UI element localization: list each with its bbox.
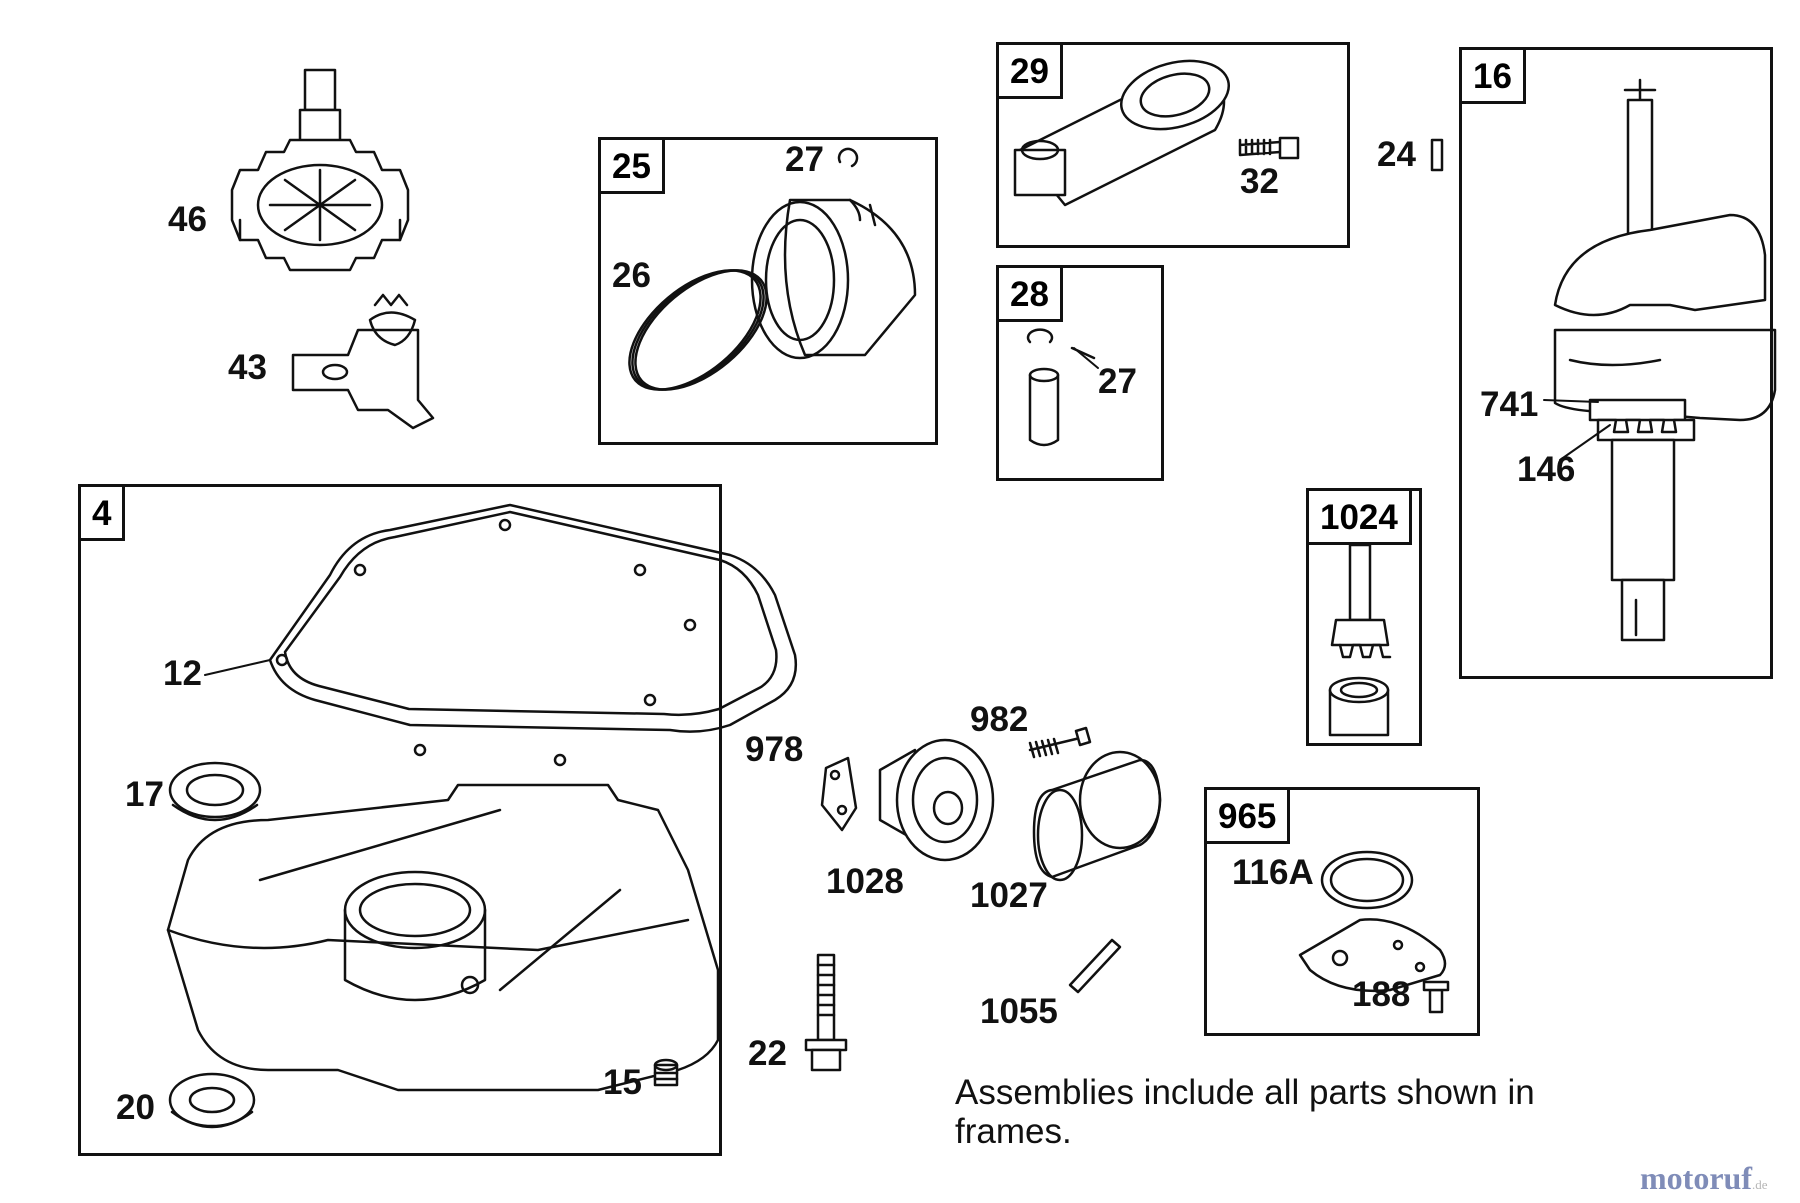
crankshaft-drawing [1553, 78, 1777, 642]
callout-116A: 116A [1232, 853, 1314, 892]
callout-978: 978 [745, 730, 804, 769]
gasket-drawing [268, 503, 798, 767]
frame-tag-965: 965 [1204, 787, 1291, 844]
watermark-suffix: .de [1751, 1177, 1768, 1192]
frame-4: 4 [78, 484, 722, 1156]
frame-28: 28 [996, 265, 1164, 481]
callout-1027: 1027 [970, 876, 1048, 915]
governor-lever-drawing [291, 293, 435, 430]
crankcase-sump-drawing [166, 783, 720, 1092]
watermark: motoruf.de [1640, 1160, 1768, 1197]
frame-tag-4: 4 [78, 484, 126, 541]
callout-43: 43 [228, 348, 267, 387]
frame-1024: 1024 [1306, 488, 1422, 746]
filter-adapter-drawing [878, 738, 995, 862]
oil-seal-20-drawing [168, 1072, 256, 1129]
callout-22: 22 [748, 1034, 787, 1073]
bolt-22-drawing [804, 953, 848, 1072]
frame-29: 29 [996, 42, 1350, 248]
frame-tag-28: 28 [996, 265, 1063, 322]
callout-982: 982 [970, 700, 1029, 739]
frame-tag-25: 25 [598, 137, 665, 194]
piston-pin-drawing [1026, 328, 1096, 447]
oil-filter-drawing [1032, 750, 1162, 882]
leader-lines [204, 347, 1611, 676]
callout-741: 741 [1480, 385, 1539, 424]
callout-17: 17 [125, 775, 164, 814]
piston-drawing [628, 147, 917, 391]
callout-1055: 1055 [980, 992, 1058, 1031]
oil-pump-cover-drawing [1298, 850, 1450, 1014]
drain-plug-drawing [653, 1058, 679, 1087]
oil-pump-drawing [1328, 543, 1392, 737]
callout-188: 188 [1352, 975, 1411, 1014]
frame-25: 25 [598, 137, 938, 445]
callout-26: 26 [612, 256, 651, 295]
frame-tag-16: 16 [1459, 47, 1526, 104]
callout-27-piston: 27 [785, 140, 824, 179]
callout-1028: 1028 [826, 862, 904, 901]
connecting-rod-drawing [1013, 59, 1300, 207]
oil-seal-17-drawing [168, 761, 262, 822]
frame-tag-1024: 1024 [1306, 488, 1412, 545]
callout-24: 24 [1377, 135, 1416, 174]
crankshaft-key-drawing [1430, 138, 1444, 172]
callout-20: 20 [116, 1088, 155, 1127]
callout-46: 46 [168, 200, 207, 239]
dowel-pin-1055-drawing [1068, 938, 1122, 994]
governor-gear-drawing [230, 68, 410, 272]
callout-146: 146 [1517, 450, 1576, 489]
gasket-978-drawing [820, 756, 858, 832]
callout-27-pin: 27 [1098, 362, 1137, 401]
frame-tag-29: 29 [996, 42, 1063, 99]
watermark-brand: motoruf [1640, 1160, 1752, 1196]
callout-15: 15 [603, 1063, 642, 1102]
assemblies-note: Assemblies include all parts shown in fr… [955, 1073, 1535, 1152]
frame-965: 965 [1204, 787, 1480, 1036]
callout-32: 32 [1240, 162, 1279, 201]
bolt-982-drawing [1028, 726, 1092, 759]
frame-16: 16 [1459, 47, 1773, 679]
callout-12: 12 [163, 654, 202, 693]
